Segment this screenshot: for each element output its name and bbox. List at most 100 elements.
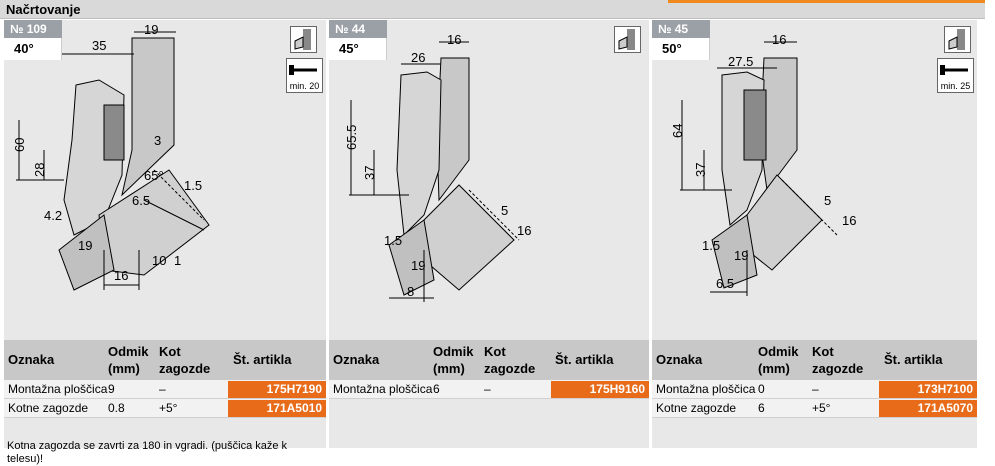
dim-5: 5 (824, 193, 831, 208)
dim-35: 35 (92, 38, 106, 53)
mounting-icon (944, 26, 971, 53)
dim-1-5: 1.5 (184, 178, 202, 193)
dim-64: 64 (670, 124, 685, 138)
cell-oznaka: Kotne zagozde (8, 401, 89, 415)
dim-60: 60 (12, 138, 27, 152)
cell-kot: +5° (812, 401, 831, 415)
cell-oznaka: Montažna ploščica (8, 382, 108, 396)
table-header: Oznaka Odmik (mm) Kot zagozde Št. artikl… (4, 340, 326, 380)
dim-27-5: 27.5 (728, 54, 753, 69)
dim-26: 26 (411, 50, 425, 65)
hinge-badge: № 44 45° (329, 20, 387, 60)
screw-icon: min. 20 (286, 58, 323, 93)
cell-odmik: 6 (758, 401, 765, 415)
cell-odmik: 6 (433, 382, 440, 396)
hinge-badge: № 109 40° (4, 20, 62, 60)
dim-10: 10 (152, 253, 166, 268)
dim-19-b: 19 (78, 238, 92, 253)
dim-16: 16 (772, 32, 786, 47)
col-oznaka: Oznaka (8, 352, 55, 367)
col-artikel: Št. artikla (884, 352, 943, 367)
dim-19: 19 (734, 248, 748, 263)
screw-min-label: min. 25 (940, 81, 971, 91)
dim-16-b: 16 (517, 223, 531, 238)
dim-4-2: 4.2 (44, 208, 62, 223)
dim-6-5: 6.5 (132, 193, 150, 208)
hinge-109-drawing: 19 35 60 28 3 65° 1.5 6.5 4.2 19 10 1 16 (12, 22, 210, 291)
section-title: Načrtovanje (6, 2, 81, 17)
spec-table: Oznaka Odmik (mm) Kot zagozde Št. artikl… (329, 340, 649, 399)
dim-65-degree: 65° (144, 168, 164, 183)
article-number[interactable]: 173H7100 (879, 381, 977, 398)
section-header: Načrtovanje (0, 0, 985, 19)
table-header: Oznaka Odmik (mm) Kot zagozde Št. artikl… (652, 340, 977, 380)
col-artikel: Št. artikla (555, 352, 614, 367)
table-row: Montažna ploščica 6 – 175H9160 (329, 380, 649, 399)
dim-8: 8 (407, 284, 414, 299)
panel-hinge-45: 16 27.5 64 37 5 16 1.5 19 6.5 № 45 50° m… (652, 20, 977, 448)
table-row: Montažna ploščica 0 – 173H7100 (652, 380, 977, 399)
cell-odmik: 0.8 (108, 401, 125, 415)
dim-37: 37 (693, 163, 708, 177)
col-zagozde: zagozde (812, 361, 864, 376)
header-accent-bar (668, 0, 985, 3)
article-number[interactable]: 171A5010 (228, 400, 326, 417)
hinge-45-drawing: 16 27.5 64 37 5 16 1.5 19 6.5 (670, 32, 856, 296)
spec-table: Oznaka Odmik (mm) Kot zagozde Št. artikl… (652, 340, 977, 418)
panel-hinge-44: 16 26 65.5 37 1.5 19 5 16 8 № 44 45° Ozn… (329, 20, 649, 448)
hinge-angle: 45° (339, 41, 359, 56)
col-odmik: Odmik (433, 344, 474, 359)
screw-icon: min. 25 (937, 58, 974, 93)
dim-5: 5 (501, 203, 508, 218)
col-kot: Kot (484, 344, 506, 359)
dim-19: 19 (411, 258, 425, 273)
hinge-number: № 109 (4, 20, 62, 38)
article-number[interactable]: 175H7190 (228, 381, 326, 398)
cell-odmik: 9 (108, 382, 115, 396)
article-number[interactable]: 171A5070 (879, 400, 977, 417)
hinge-badge: № 45 50° (652, 20, 710, 60)
dim-16: 16 (114, 268, 128, 283)
col-odmik: Odmik (108, 344, 149, 359)
cell-kot: – (812, 382, 819, 396)
table-note: Kotna zagozda se zavrti za 180 in vgradi… (7, 440, 288, 465)
dim-16-b: 16 (842, 213, 856, 228)
hinge-angle: 50° (662, 41, 682, 56)
dim-1: 1 (174, 253, 181, 268)
dim-1-5: 1.5 (384, 233, 402, 248)
cell-kot: – (484, 382, 491, 396)
cell-odmik: 0 (758, 382, 765, 396)
cell-kot: – (159, 382, 166, 396)
col-zagozde: zagozde (159, 361, 211, 376)
col-kot: Kot (812, 344, 834, 359)
mounting-icon (290, 26, 317, 53)
cell-oznaka: Montažna ploščica (656, 382, 756, 396)
mounting-icon (614, 26, 641, 53)
dim-1-5: 1.5 (702, 238, 720, 253)
cell-kot: +5° (159, 401, 178, 415)
panel-hinge-109: 19 35 60 28 3 65° 1.5 6.5 4.2 19 10 1 16… (4, 20, 326, 465)
spec-table: Oznaka Odmik (mm) Kot zagozde Št. artikl… (4, 340, 326, 465)
col-odmik-unit: (mm) (108, 361, 140, 376)
screw-min-label: min. 20 (289, 81, 320, 91)
col-artikel: Št. artikla (233, 352, 292, 367)
table-row: Kotne zagozde 0.8 +5° 171A5010 (4, 399, 326, 418)
dim-65-5: 65.5 (344, 125, 359, 150)
dim-19: 19 (144, 22, 158, 37)
table-row: Montažna ploščica 9 – 175H7190 (4, 380, 326, 399)
article-number[interactable]: 175H9160 (551, 381, 649, 398)
dim-6-5: 6.5 (716, 276, 734, 291)
col-oznaka: Oznaka (656, 352, 703, 367)
dim-37: 37 (362, 166, 377, 180)
dim-3: 3 (154, 133, 161, 148)
table-row: Kotne zagozde 6 +5° 171A5070 (652, 399, 977, 418)
hinge-number: № 45 (652, 20, 710, 38)
col-kot: Kot (159, 344, 181, 359)
col-oznaka: Oznaka (333, 352, 380, 367)
table-header: Oznaka Odmik (mm) Kot zagozde Št. artikl… (329, 340, 649, 380)
col-odmik: Odmik (758, 344, 799, 359)
dim-16: 16 (447, 32, 461, 47)
col-odmik-unit: (mm) (758, 361, 790, 376)
hinge-44-drawing: 16 26 65.5 37 1.5 19 5 16 8 (344, 32, 531, 302)
dim-28: 28 (32, 163, 47, 177)
